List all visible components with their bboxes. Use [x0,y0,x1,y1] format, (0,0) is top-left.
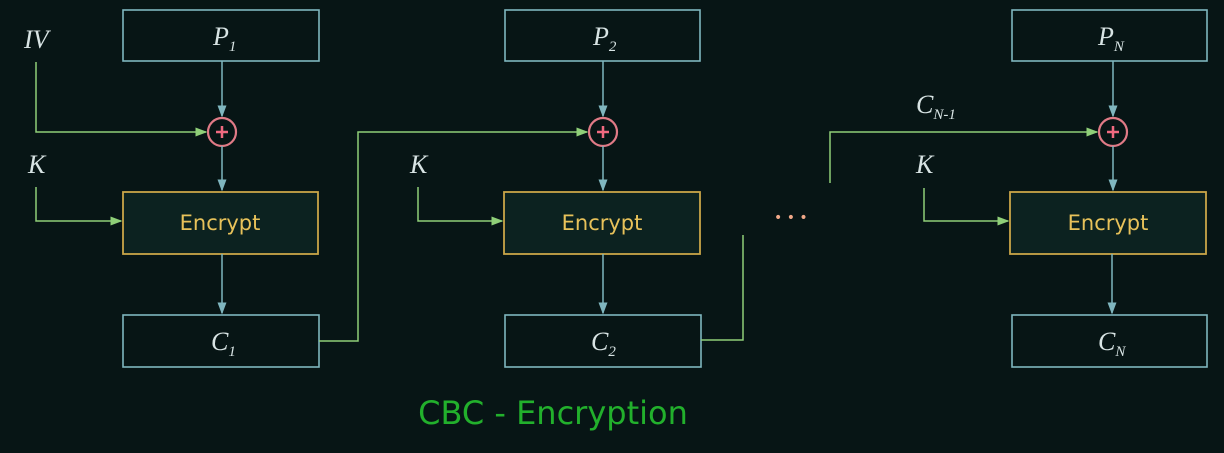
key-label-1: K [27,150,47,179]
plaintext-label-2: P2 [592,22,617,55]
chain-label: CN-1 [916,90,956,123]
chain-arrow-1 [319,127,589,342]
key-arrow-1 [35,187,123,226]
ellipsis: • • • [774,210,808,226]
ciphertext-label-2: C2 [591,327,616,360]
encrypt-box-1 [122,191,319,255]
ciphertext-box-2 [504,314,702,368]
ciphertext-label-n: CN [1098,327,1126,360]
key-label-2: K [409,150,429,179]
iv-arrow [35,62,208,137]
plaintext-label-n: PN [1097,22,1125,55]
plaintext-box-n [1011,9,1208,62]
key-arrow-2 [417,187,504,226]
encrypt-box-2 [503,191,701,255]
plaintext-label-1: P1 [212,22,236,55]
iv-label: IV [23,25,52,54]
key-arrow-n [923,188,1010,226]
diagram-title: CBC - Encryption [418,394,688,432]
key-label-n: K [915,150,935,179]
chain-arrow-n [829,127,1099,183]
encrypt-label: Encrypt [180,211,261,235]
encrypt-label: Encrypt [562,211,643,235]
plaintext-box-1 [122,9,320,62]
ciphertext-label-1: C1 [211,327,236,360]
chain-line-2 [701,235,744,341]
block-n: CN-1 PN Encrypt CN K [829,9,1208,368]
encrypt-box-n [1009,191,1207,255]
block-1: P1 Encrypt C1 IV K [23,9,589,368]
block-2: P2 Encrypt C2 K [409,9,744,368]
ciphertext-box-n [1011,314,1208,368]
encrypt-label: Encrypt [1068,211,1149,235]
